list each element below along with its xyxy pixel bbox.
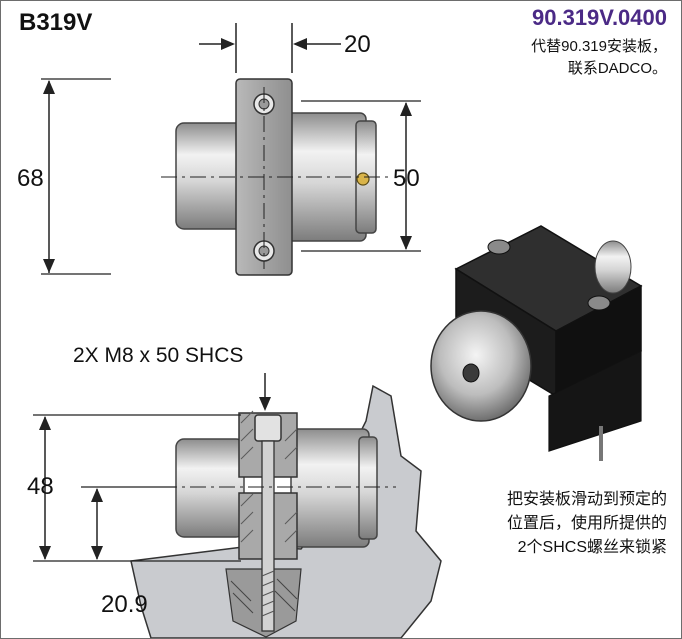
cylinder-face xyxy=(430,310,532,422)
arrowhead-icon xyxy=(43,80,55,94)
dimension-center-height: 20.9 xyxy=(101,591,148,618)
section-view xyxy=(33,373,442,638)
charging-valve-icon xyxy=(356,172,370,186)
dimension-lower-height: 48 xyxy=(27,473,54,500)
instruction-line-3: 2个SHCS螺丝来锁紧 xyxy=(517,539,667,556)
dimension-overall-height: 68 xyxy=(17,165,44,192)
arrowhead-icon xyxy=(221,38,235,50)
part-number: 90.319V.0400 xyxy=(532,5,667,30)
model-label: B319V xyxy=(19,9,93,36)
arrowhead-icon xyxy=(400,236,412,250)
dimension-bolt-spacing: 50 xyxy=(393,165,420,192)
screw-head-icon xyxy=(587,295,611,311)
top-view xyxy=(41,23,421,276)
cylinder-nose xyxy=(175,438,245,538)
instruction-line-1: 把安装板滑动到预定的 xyxy=(506,491,667,508)
instruction-line-2: 位置后，使用所提供的 xyxy=(506,515,667,532)
screw-callout: 2X M8 x 50 SHCS xyxy=(73,344,244,367)
screw-shank xyxy=(261,440,275,632)
arrowhead-icon xyxy=(259,397,271,411)
arrowhead-icon xyxy=(400,102,412,116)
isometric-view xyxy=(430,225,643,461)
screw-head-icon xyxy=(254,414,282,442)
arrowhead-icon xyxy=(39,416,51,430)
arrowhead-icon xyxy=(91,546,103,560)
replace-note-line-1: 代替90.319安装板， xyxy=(531,38,667,55)
cylinder-body xyxy=(290,428,370,548)
arrowhead-icon xyxy=(91,488,103,502)
screw-head-icon xyxy=(487,239,511,255)
dimension-top-gap: 20 xyxy=(344,31,371,58)
replace-note-line-2: 联系DADCO。 xyxy=(567,60,667,77)
arrowhead-icon xyxy=(39,546,51,560)
arrowhead-icon xyxy=(293,38,307,50)
arrowhead-icon xyxy=(43,259,55,273)
